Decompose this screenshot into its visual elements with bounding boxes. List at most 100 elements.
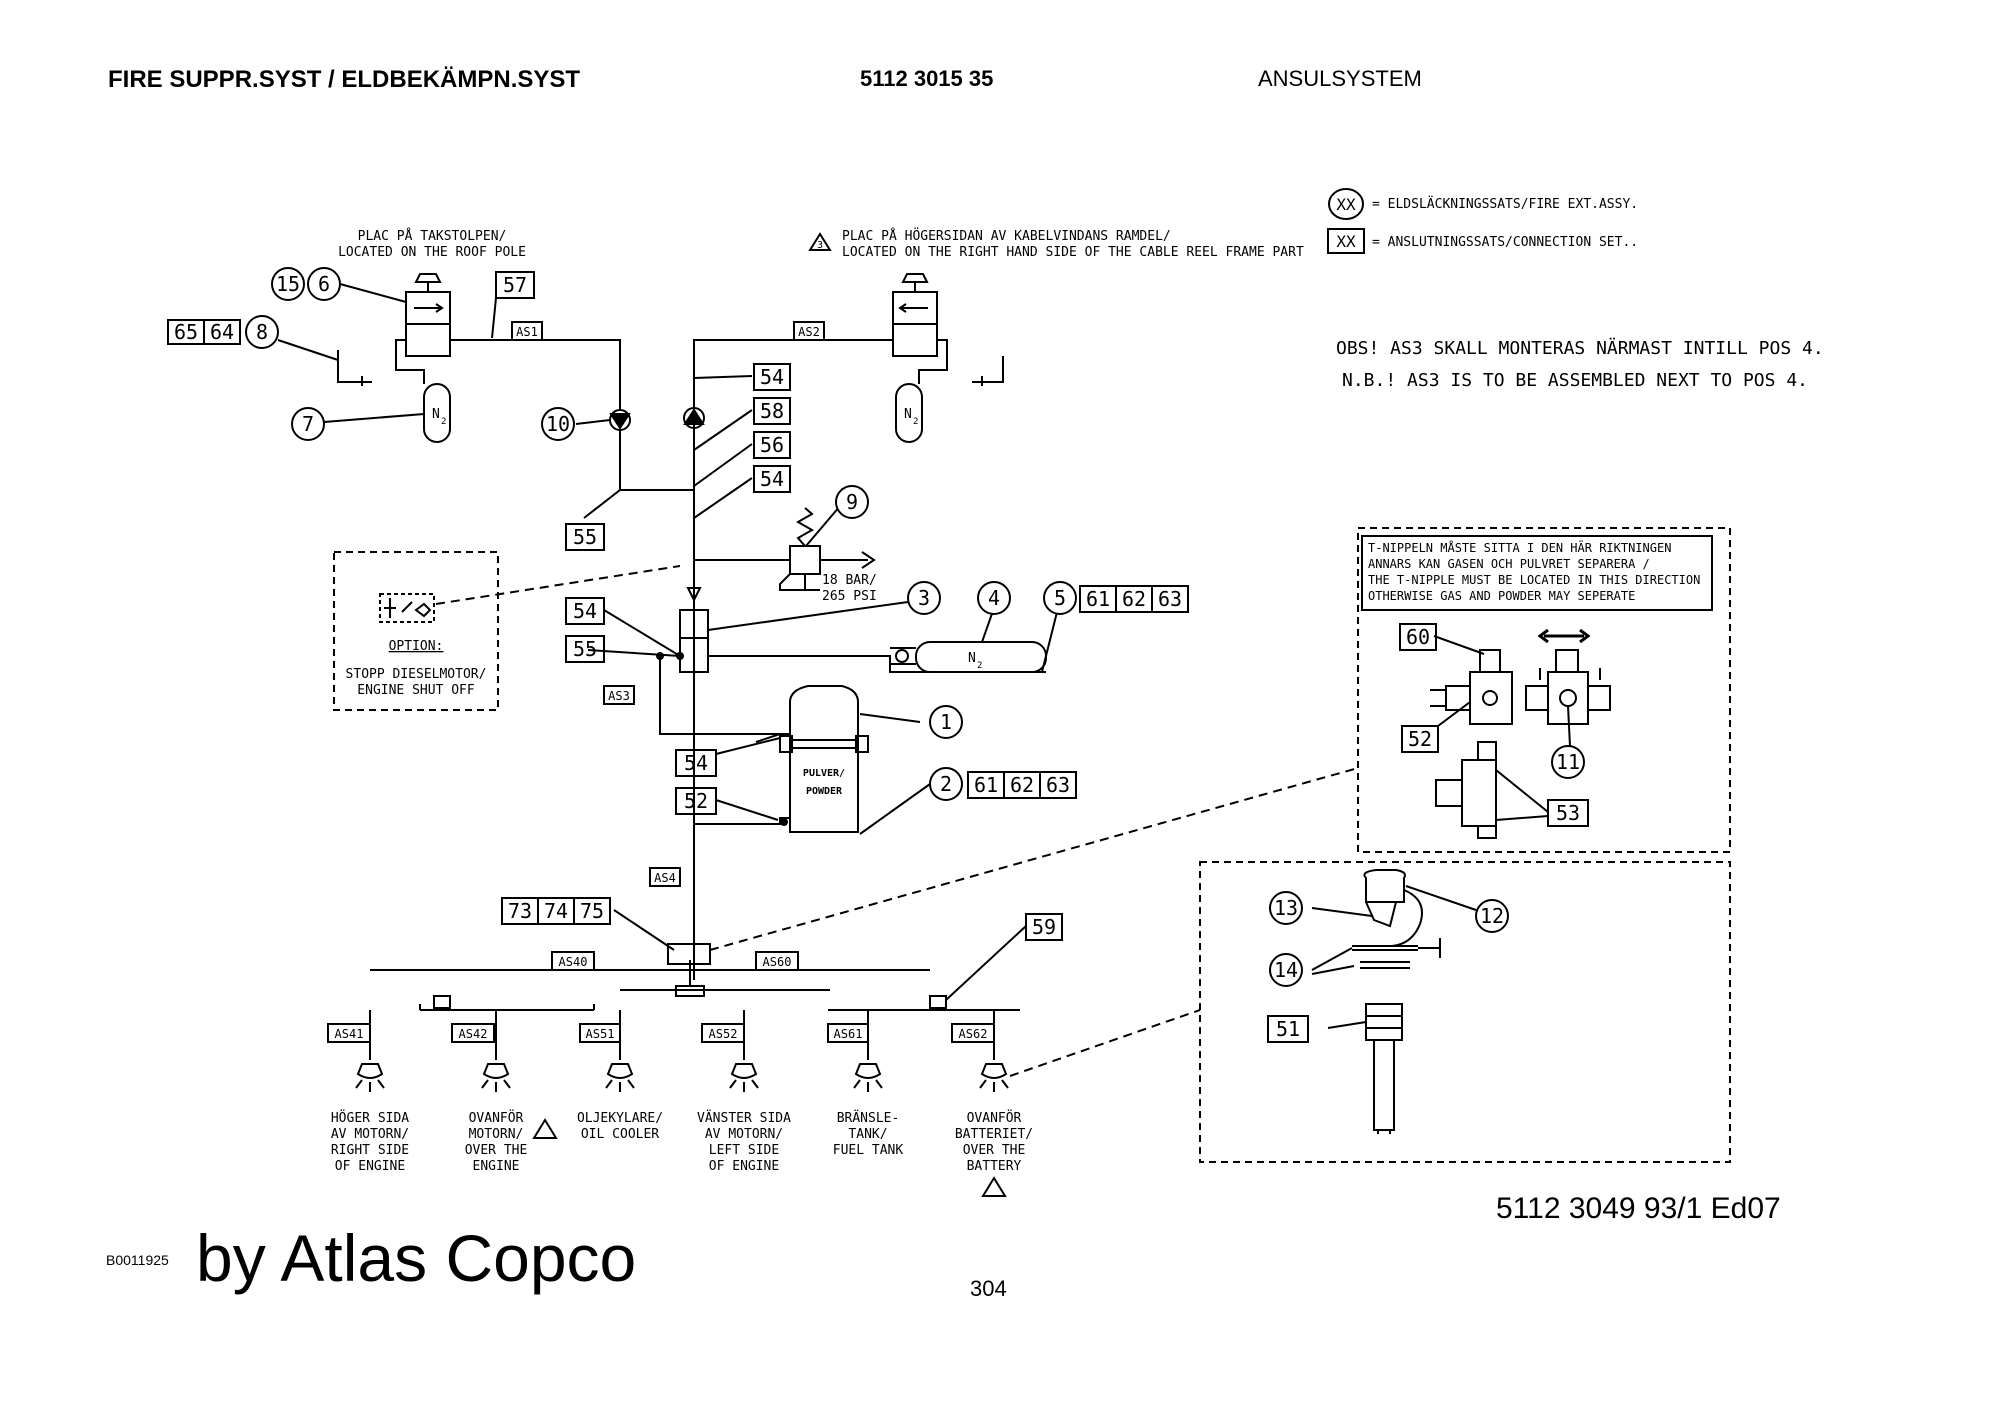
pos-74: 74 (544, 899, 568, 923)
note-obs-en: N.B.! AS3 IS TO BE ASSEMBLED NEXT TO POS… (1342, 370, 1808, 391)
pos-1: 1 (940, 710, 952, 734)
nozzle-caption-1-l3: RIGHT SIDE (331, 1143, 409, 1158)
option-line-2: ENGINE SHUT OFF (357, 683, 475, 698)
pos-58: 58 (760, 399, 784, 423)
pos-13: 13 (1274, 896, 1298, 920)
line-as60: AS60 (763, 955, 792, 969)
pos-9: 9 (846, 490, 858, 514)
pos-7: 7 (302, 412, 314, 436)
gas-n2-left: N (432, 407, 440, 422)
legend-circle-text: = ELDSLÄCKNINGSSATS/FIRE EXT.ASSY. (1372, 196, 1638, 212)
valve-pressure-psi: 265 PSI (822, 589, 877, 604)
line-as42: AS42 (459, 1027, 488, 1041)
line-as2: AS2 (798, 325, 820, 339)
pos-62-b: 62 (1010, 773, 1034, 797)
nozzle-caption-4-l2: AV MOTORN/ (705, 1127, 783, 1142)
nozzle-caption-2-l3: OVER THE (465, 1143, 528, 1158)
nozzle-caption-4-l1: VÄNSTER SIDA (697, 1110, 791, 1126)
option-line-1: STOPP DIESELMOTOR/ (346, 667, 487, 682)
pos-56: 56 (760, 433, 784, 457)
pos-3: 3 (918, 586, 930, 610)
nozzle-caption-1-l4: OF ENGINE (335, 1159, 405, 1174)
pos-55-b: 55 (573, 637, 597, 661)
nozzle-caption-2-l2: MOTORN/ (469, 1127, 524, 1142)
pos-15: 15 (276, 272, 300, 296)
nozzle-caption-6-l4: BATTERY (967, 1159, 1022, 1174)
pos-54-a: 54 (760, 365, 784, 389)
gas-n2-cartridge: N (968, 651, 976, 666)
pos-65: 65 (174, 320, 198, 344)
reel-placement-en: LOCATED ON THE RIGHT HAND SIDE OF THE CA… (842, 245, 1304, 260)
legend-box-text: = ANSLUTNINGSSATS/CONNECTION SET.. (1372, 235, 1638, 250)
nozzle-caption-6-l2: BATTERIET/ (955, 1127, 1033, 1142)
gas-n2-right: N (904, 407, 912, 422)
pos-61-b: 61 (974, 773, 998, 797)
line-as51: AS51 (586, 1027, 615, 1041)
tnipple-note-4: OTHERWISE GAS AND POWDER MAY SEPERATE (1368, 589, 1635, 603)
pos-63-a: 63 (1158, 587, 1182, 611)
pos-62-a: 62 (1122, 587, 1146, 611)
document-number: 5112 3049 93/1 Ed07 (1496, 1192, 1781, 1225)
pos-75: 75 (580, 899, 604, 923)
pos-60: 60 (1406, 625, 1430, 649)
pos-54-d: 54 (684, 751, 708, 775)
line-as1: AS1 (516, 325, 538, 339)
nozzle-caption-3-l1: OLJEKYLARE/ (577, 1111, 663, 1126)
line-as4: AS4 (654, 871, 676, 885)
tank-label-sv: PULVER/ (803, 768, 845, 779)
legend-box-code: XX (1336, 232, 1356, 251)
line-as3: AS3 (608, 689, 630, 703)
nozzle-caption-4-l4: OF ENGINE (709, 1159, 779, 1174)
pos-51: 51 (1276, 1017, 1300, 1041)
nozzle-caption-1-l1: HÖGER SIDA (331, 1109, 409, 1126)
page-title: FIRE SUPPR.SYST / ELDBEKÄMPN.SYST (108, 66, 581, 93)
brand-text: by Atlas Copco (196, 1221, 637, 1295)
nozzle-caption-6-l3: OVER THE (963, 1143, 1026, 1158)
nozzle-caption-5-l2: TANK/ (848, 1127, 887, 1142)
pos-6: 6 (318, 272, 330, 296)
line-as61: AS61 (834, 1027, 863, 1041)
nozzle-caption-2-l4: ENGINE (473, 1159, 520, 1174)
gas-n2-cartridge-sub: 2 (977, 661, 982, 671)
pos-52-a: 52 (684, 789, 708, 813)
tank-label-en: POWDER (806, 786, 843, 797)
tnipple-note-3: THE T-NIPPLE MUST BE LOCATED IN THIS DIR… (1368, 573, 1700, 587)
pos-4: 4 (988, 586, 1000, 610)
pos-2: 2 (940, 772, 952, 796)
roof-placement-sv: PLAC PÅ TAKSTOLPEN/ (358, 228, 507, 244)
b-code: B0011925 (106, 1252, 169, 1268)
pos-61-a: 61 (1086, 587, 1110, 611)
part-number: 5112 3015 35 (860, 66, 994, 91)
pos-53: 53 (1556, 801, 1580, 825)
pos-57: 57 (503, 273, 527, 297)
pos-64: 64 (210, 320, 234, 344)
page-number: 304 (970, 1276, 1007, 1301)
option-title: OPTION: (389, 639, 444, 654)
system-name: ANSULSYSTEM (1258, 66, 1422, 91)
pos-63-b: 63 (1046, 773, 1070, 797)
note-obs-sv: OBS! AS3 SKALL MONTERAS NÄRMAST INTILL P… (1336, 338, 1824, 359)
pos-10: 10 (546, 412, 570, 436)
pos-11: 11 (1556, 750, 1580, 774)
pos-54-b: 54 (760, 467, 784, 491)
line-as41: AS41 (335, 1027, 364, 1041)
gas-n2-left-sub: 2 (441, 417, 446, 427)
pos-14: 14 (1274, 958, 1298, 982)
nozzle-caption-4-l3: LEFT SIDE (709, 1143, 779, 1158)
pos-8: 8 (256, 320, 268, 344)
nozzle-caption-5-l3: FUEL TANK (833, 1143, 904, 1158)
nozzle-caption-1-l2: AV MOTORN/ (331, 1127, 409, 1142)
pos-59: 59 (1032, 915, 1056, 939)
gas-n2-right-sub: 2 (913, 417, 918, 427)
tnipple-note-2: ANNARS KAN GASEN OCH PULVRET SEPARERA / (1368, 557, 1650, 571)
nozzle-caption-6-l1: OVANFÖR (967, 1109, 1022, 1126)
nozzle-caption-2-l1: OVANFÖR (469, 1109, 524, 1126)
tnipple-note-1: T-NIPPELN MÅSTE SITTA I DEN HÄR RIKTNING… (1368, 540, 1671, 555)
pos-54-c: 54 (573, 599, 597, 623)
pos-12: 12 (1480, 904, 1504, 928)
pos-52-b: 52 (1408, 727, 1432, 751)
pos-73: 73 (508, 899, 532, 923)
nozzle-caption-5-l1: BRÄNSLE- (837, 1110, 900, 1126)
line-as62: AS62 (959, 1027, 988, 1041)
